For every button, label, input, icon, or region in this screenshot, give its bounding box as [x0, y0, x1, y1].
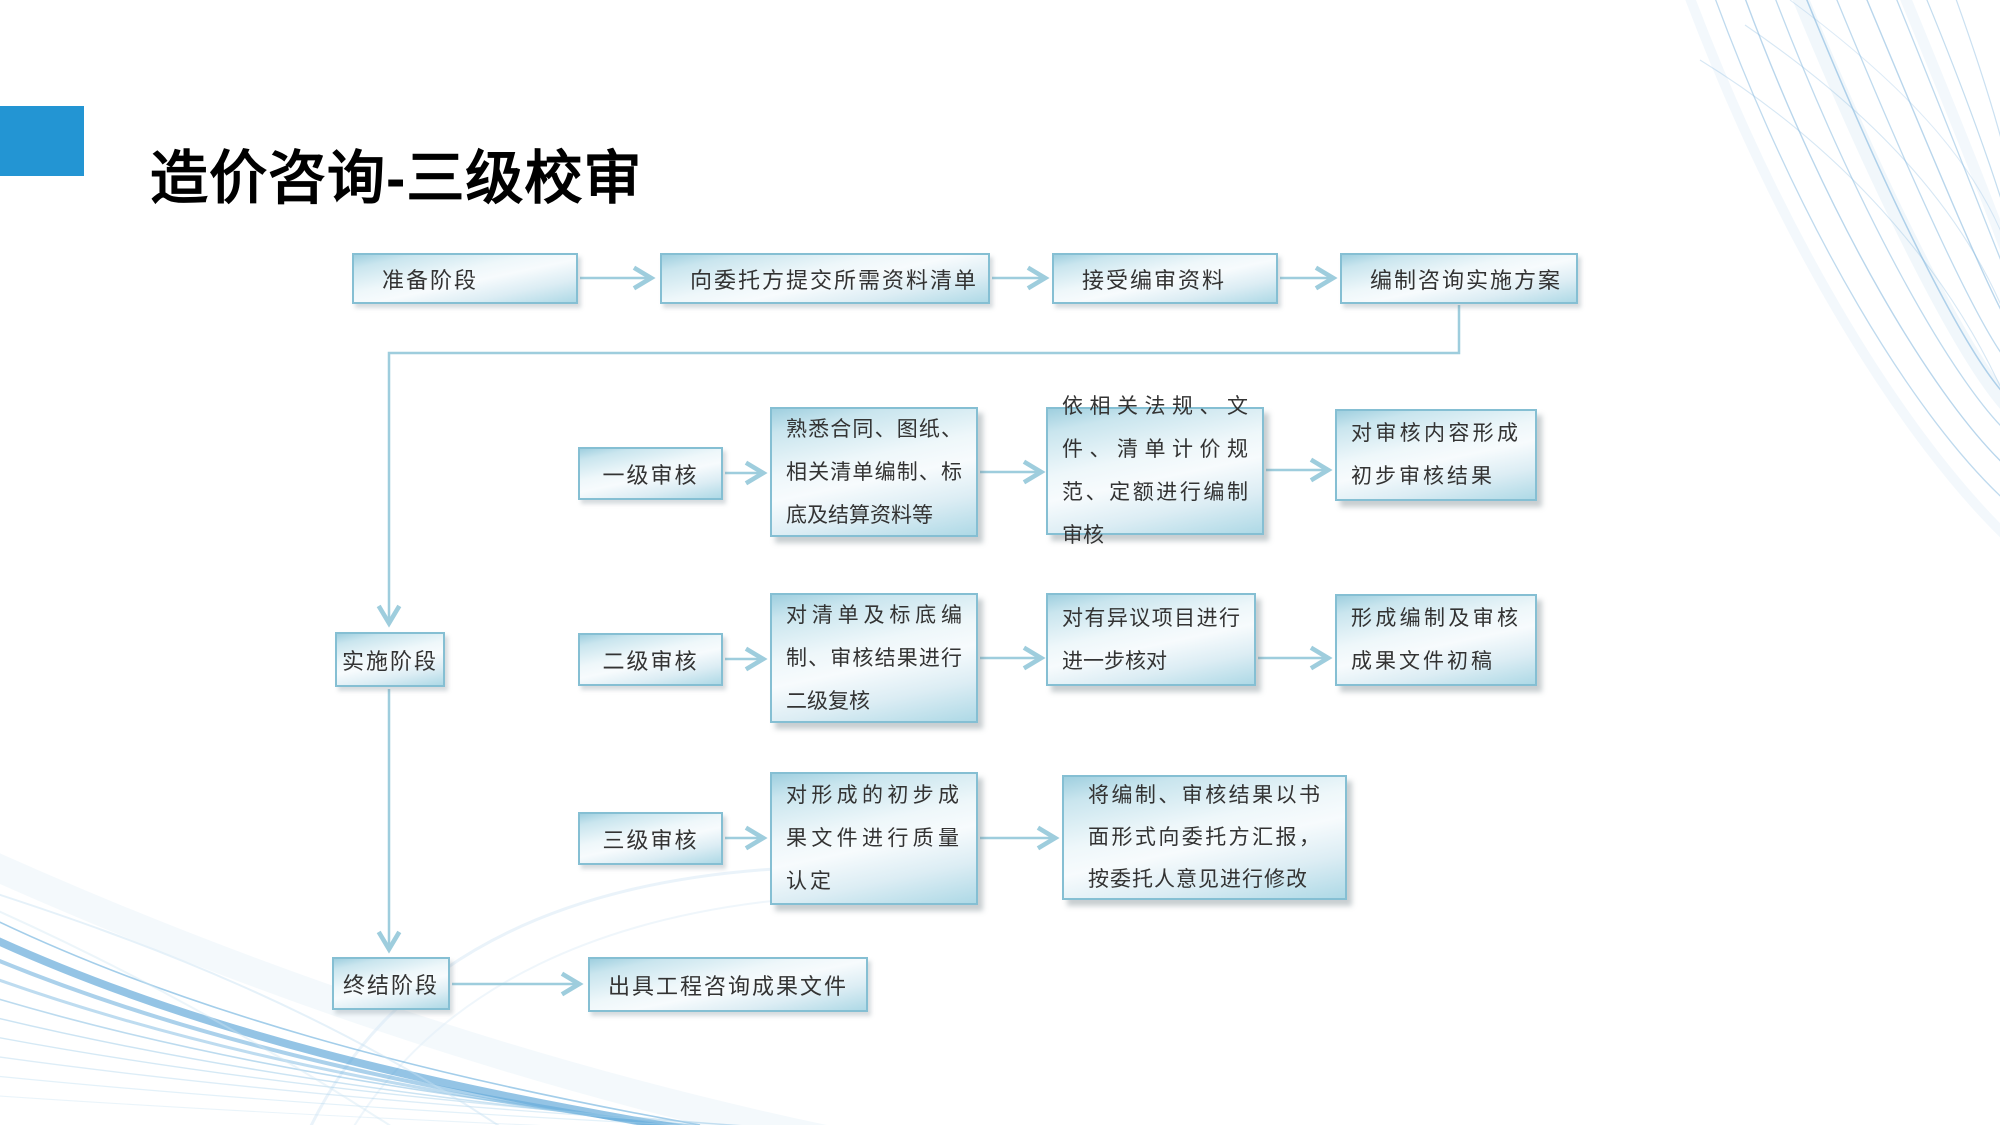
node-level1-step1: 熟悉合同、图纸、相关清单编制、标底及结算资料等 — [770, 407, 978, 537]
page-title: 造价咨询-三级校审 — [150, 145, 643, 211]
node-label: 接受编审资料 — [1082, 267, 1227, 293]
node-prepare-stage: 准备阶段 — [352, 253, 578, 304]
node-implement-stage: 实施阶段 — [335, 632, 445, 687]
node-label: 将编制、审核结果以书面形式向委托方汇报，按委托人意见进行修改 — [1088, 783, 1321, 891]
node-submit-materials: 向委托方提交所需资料清单 — [660, 253, 990, 304]
node-level3-step2: 将编制、审核结果以书面形式向委托方汇报，按委托人意见进行修改 — [1062, 775, 1347, 900]
node-label: 出具工程咨询成果文件 — [607, 973, 848, 999]
node-level1-review: 一级审核 — [578, 447, 723, 500]
node-label: 二级审核 — [602, 648, 699, 674]
node-level2-step2: 对有异议项目进行进一步核对 — [1046, 593, 1256, 686]
node-final-stage: 终结阶段 — [332, 957, 450, 1010]
node-level2-step1: 对清单及标底编制、审核结果进行二级复核 — [770, 593, 978, 723]
node-deliver-results: 出具工程咨询成果文件 — [588, 957, 868, 1012]
title-accent-square — [0, 106, 84, 176]
node-level3-review: 三级审核 — [578, 812, 723, 865]
node-label: 形成编制及审核成果文件初稿 — [1351, 607, 1521, 673]
node-label: 熟悉合同、图纸、相关清单编制、标底及结算资料等 — [786, 417, 962, 527]
node-label: 实施阶段 — [341, 648, 438, 674]
node-receive-materials: 接受编审资料 — [1052, 253, 1278, 304]
node-level2-step3: 形成编制及审核成果文件初稿 — [1335, 594, 1537, 686]
node-level1-step3: 对审核内容形成初步审核结果 — [1335, 409, 1537, 501]
node-label: 编制咨询实施方案 — [1370, 267, 1563, 293]
node-label: 准备阶段 — [382, 267, 479, 293]
node-label: 对形成的初步成果文件进行质量认定 — [786, 784, 962, 893]
node-label: 对审核内容形成初步审核结果 — [1351, 422, 1521, 488]
node-label: 三级审核 — [602, 827, 699, 853]
node-label: 对有异议项目进行进一步核对 — [1062, 606, 1240, 673]
node-make-plan: 编制咨询实施方案 — [1340, 253, 1578, 304]
node-label: 终结阶段 — [342, 972, 439, 998]
node-level1-step2: 依相关法规、文件、清单计价规范、定额进行编制审核 — [1046, 395, 1264, 547]
node-label: 对清单及标底编制、审核结果进行二级复核 — [786, 603, 962, 713]
node-level2-review: 二级审核 — [578, 633, 723, 686]
node-level3-step1: 对形成的初步成果文件进行质量认定 — [770, 772, 978, 905]
node-label: 依相关法规、文件、清单计价规范、定额进行编制审核 — [1062, 395, 1248, 547]
node-label: 向委托方提交所需资料清单 — [690, 267, 979, 293]
node-label: 一级审核 — [602, 462, 699, 488]
top-right-wave-decoration — [1685, 0, 2000, 538]
